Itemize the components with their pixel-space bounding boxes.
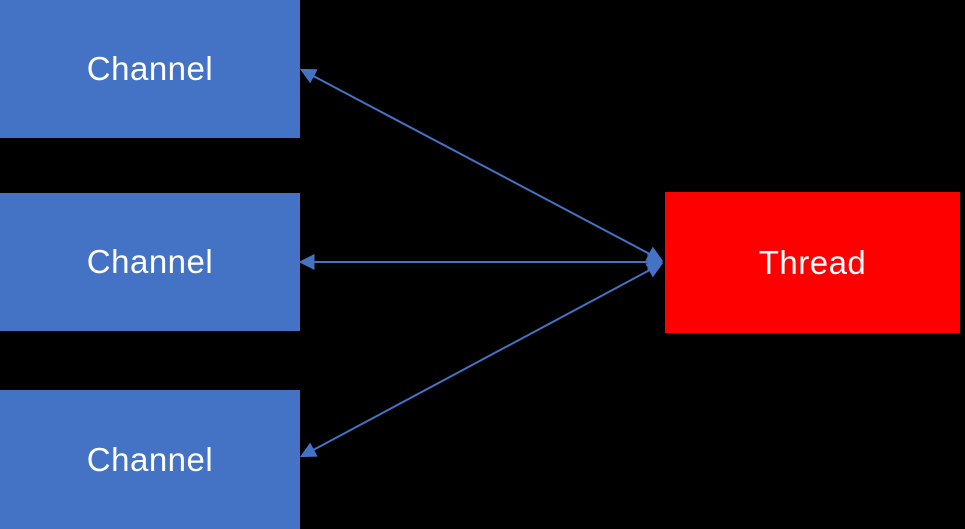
channel-box-3: Channel <box>0 390 300 529</box>
thread-label: Thread <box>758 243 867 281</box>
thread-box: Thread <box>665 192 960 333</box>
channel-box-1: Channel <box>0 0 300 138</box>
channel-3-label: Channel <box>86 440 214 478</box>
arrow-thread-channel-1 <box>299 68 664 262</box>
channel-box-2: Channel <box>0 193 300 331</box>
channel-1-label: Channel <box>86 50 214 87</box>
arrow-thread-channel-3 <box>299 262 664 458</box>
channel-2-label: Channel <box>86 243 214 280</box>
